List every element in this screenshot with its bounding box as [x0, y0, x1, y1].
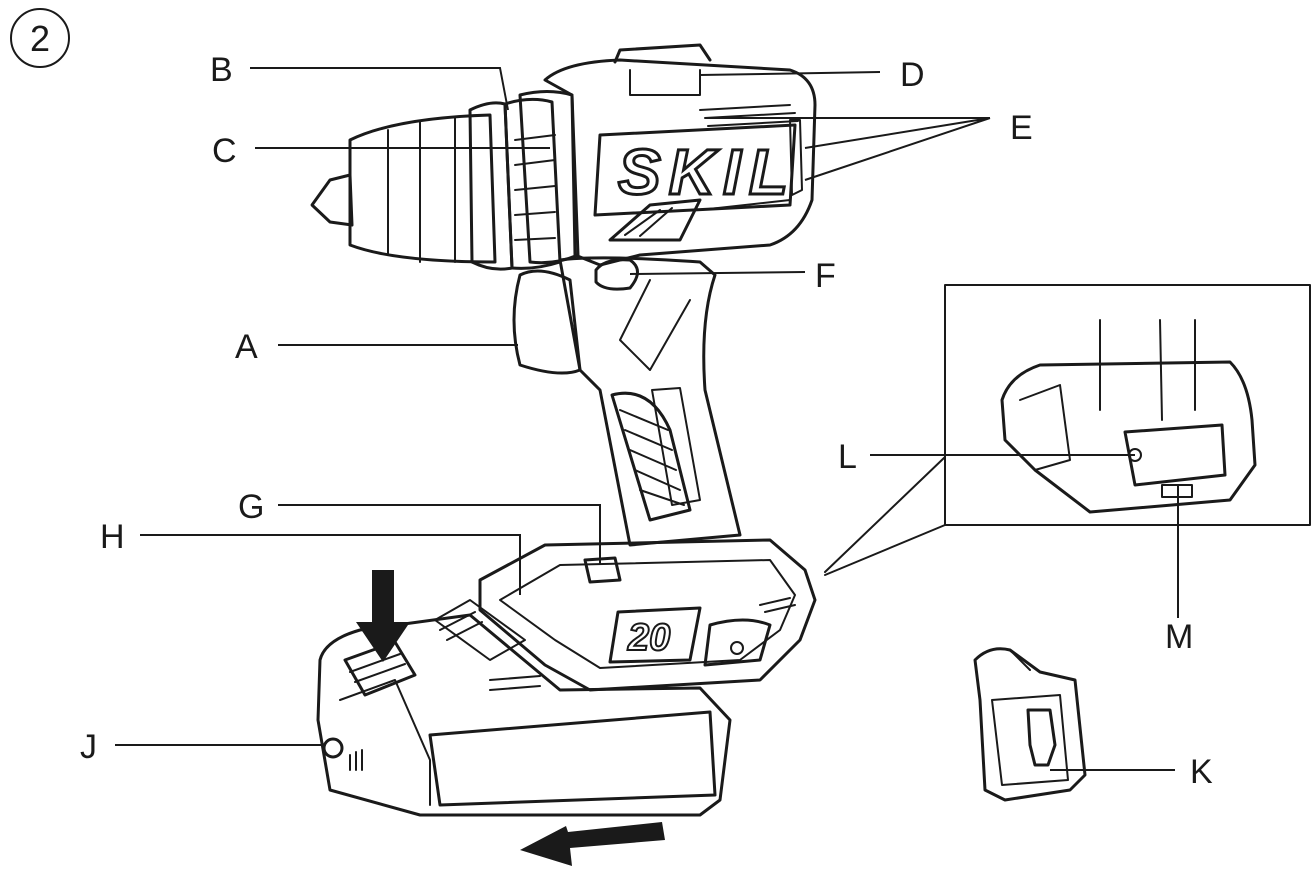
battery-front-panel: [428, 710, 717, 807]
torque-ring: [518, 90, 580, 265]
belt-clip-mount: [703, 618, 772, 667]
callout-labels: B C D E F A G H J L M K: [80, 51, 1213, 791]
leader-line-E: [705, 117, 991, 181]
belt-clip-screw-hole: [730, 641, 744, 655]
label-C: C: [212, 132, 237, 170]
figure-number: 2: [30, 18, 50, 59]
base-badge: [608, 606, 702, 664]
label-A: A: [235, 328, 258, 366]
torque-collar: [503, 97, 562, 270]
figure-number-badge: 2: [10, 8, 70, 68]
leader-line-F: [629, 271, 806, 275]
collar-ridges: [514, 134, 556, 241]
belt-clip-slot: [1026, 708, 1057, 767]
logo-band: [593, 123, 797, 217]
leader-lines: [115, 67, 1179, 771]
leader-line-D: [699, 71, 881, 76]
detail-pointer-lines: [824, 456, 946, 576]
battery-contacts: [489, 675, 541, 691]
slide-arrow-icon: [520, 822, 665, 866]
release-button-ridges: [349, 653, 406, 683]
belt-clip: [973, 647, 1087, 802]
base-badge-text: 20: [627, 617, 670, 659]
battery-rail: [434, 599, 526, 661]
grip-ribs: [619, 409, 685, 506]
drill-illustration: SKIL 20: [310, 43, 817, 817]
label-L: L: [838, 438, 857, 476]
motor-badge-line: [699, 199, 791, 211]
leader-line-H: [140, 534, 521, 595]
label-M: M: [1165, 618, 1193, 656]
top-switch-hump: [613, 43, 712, 64]
chuck-grip-lines: [387, 117, 456, 263]
handle: [558, 256, 742, 547]
detail-frame: [944, 284, 1311, 526]
detail-handle-lines: [1099, 319, 1196, 421]
label-B: B: [210, 51, 233, 89]
belt-clip-hook: [1009, 649, 1031, 671]
tool-base: [478, 538, 817, 692]
battery-pack: [316, 613, 732, 817]
label-G: G: [238, 488, 264, 526]
belt-clip-face: [991, 694, 1069, 786]
detail-base: [1000, 360, 1257, 514]
label-F: F: [815, 257, 836, 295]
brand-logo: SKIL: [618, 136, 788, 208]
fuel-gauge-button: [322, 737, 344, 759]
direction-switch: [629, 69, 701, 96]
fuel-gauge-leds: [349, 749, 363, 771]
leader-line-G: [278, 504, 601, 565]
battery-indicator-button: [583, 556, 622, 584]
upper-vents: [699, 104, 799, 127]
battery-rail-lines: [439, 611, 483, 641]
detail-side-panel: [1019, 384, 1071, 471]
led-window-lines: [624, 207, 673, 237]
detail-inset: [824, 284, 1311, 576]
handle-contour: [619, 279, 691, 371]
handle-label-panel: [651, 387, 701, 506]
chuck-tip: [310, 173, 354, 227]
leader-line-B: [250, 67, 509, 111]
label-J: J: [80, 728, 97, 766]
chuck: [348, 113, 497, 264]
base-inner-rim: [499, 559, 796, 669]
motor-housing: [543, 58, 817, 267]
trigger: [512, 269, 582, 375]
press-arrow-icon: [356, 570, 410, 662]
detail-belt-clip-mount: [1123, 423, 1227, 487]
label-K: K: [1190, 753, 1213, 791]
label-E: E: [1010, 109, 1033, 147]
figure-number-circle: [10, 8, 70, 68]
label-D: D: [900, 56, 925, 94]
label-H: H: [100, 518, 125, 556]
battery-side-edge: [339, 679, 431, 806]
led-window: [608, 198, 702, 242]
base-vents: [759, 597, 796, 613]
